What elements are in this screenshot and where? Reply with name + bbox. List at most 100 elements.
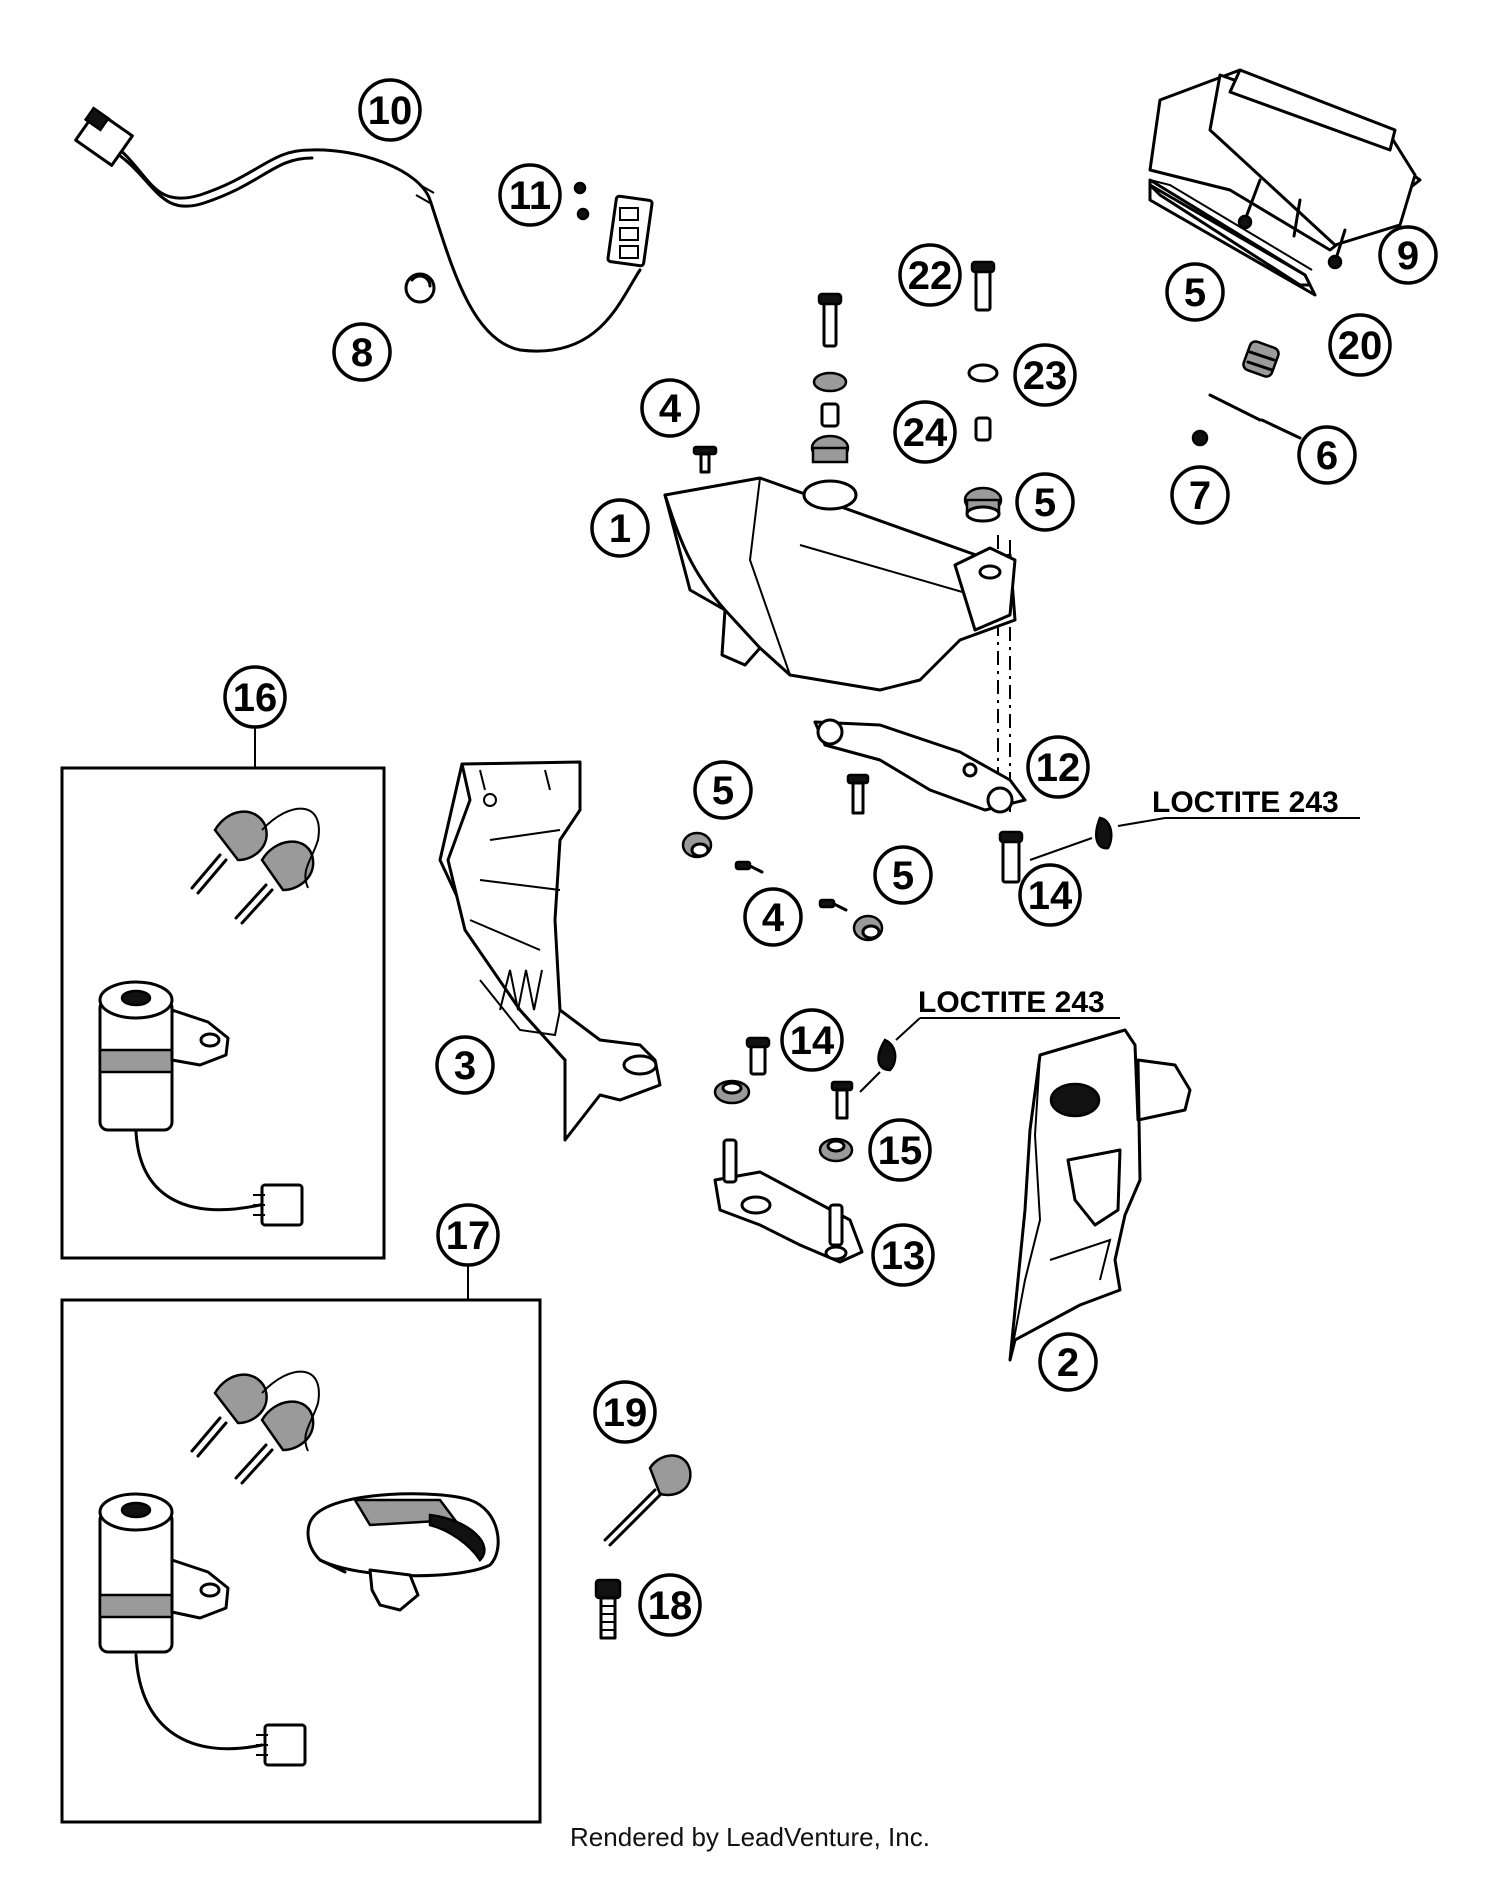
clip-8 — [404, 272, 436, 304]
callout-18: 18 — [638, 1573, 702, 1637]
washer-23 — [967, 363, 999, 383]
kit-box-17 — [60, 1298, 542, 1824]
key-19 — [603, 1454, 692, 1547]
bolt-14-upper — [998, 830, 1024, 884]
svg-text:1: 1 — [609, 507, 631, 551]
bolt-22 — [970, 260, 996, 312]
svg-text:18: 18 — [648, 1584, 693, 1628]
callout-11: 11 — [498, 163, 562, 227]
screw-4-lower — [818, 898, 848, 912]
svg-text:4: 4 — [659, 387, 682, 431]
svg-text:13: 13 — [881, 1234, 926, 1278]
callout-17: 17 — [436, 1203, 500, 1267]
grommet-5-mid-right — [852, 914, 884, 942]
svg-text:14: 14 — [790, 1019, 835, 1063]
footer-credit: Rendered by LeadVenture, Inc. — [570, 1822, 930, 1852]
svg-text:6: 6 — [1316, 434, 1338, 478]
svg-text:16: 16 — [233, 676, 278, 720]
svg-text:10: 10 — [368, 89, 413, 133]
fuel-cap-kit-17 — [306, 1492, 500, 1612]
grommet-lower-left — [713, 1079, 751, 1105]
grommet-5-upper-right — [1242, 340, 1280, 378]
callout-24: 24 — [893, 400, 957, 464]
callout-3: 3 — [435, 1035, 495, 1095]
callout-22: 22 — [898, 243, 962, 307]
grommet-5-center — [963, 486, 1003, 523]
callout-5-mid-left: 5 — [693, 760, 753, 820]
callout-1: 1 — [590, 498, 650, 558]
svg-text:5: 5 — [1184, 271, 1206, 315]
grommet-5-mid-left — [681, 831, 713, 859]
bolt-18 — [594, 1578, 622, 1640]
screw-lower — [830, 1080, 854, 1120]
ignition-lock-kit-17 — [98, 1492, 307, 1767]
bracket-12 — [813, 718, 1027, 814]
svg-text:17: 17 — [446, 1214, 491, 1258]
svg-text:23: 23 — [1023, 354, 1068, 398]
bracket-13 — [713, 1138, 864, 1264]
loctite-label-upper: LOCTITE 243 — [1152, 786, 1339, 819]
callout-15: 15 — [868, 1118, 932, 1182]
callout-9: 9 — [1378, 225, 1438, 285]
svg-text:15: 15 — [878, 1129, 923, 1173]
callout-4-lower: 4 — [743, 887, 803, 947]
callout-20: 20 — [1328, 313, 1392, 377]
screw-4-mid — [734, 860, 764, 874]
svg-text:8: 8 — [351, 331, 373, 375]
pin-6 — [1208, 393, 1302, 440]
loctite-drop-lower — [859, 1017, 1120, 1093]
callout-14-upper: 14 — [1018, 863, 1082, 927]
side-cover-2 — [1008, 1028, 1192, 1362]
instrument-cluster-9 — [1148, 68, 1422, 270]
svg-text:19: 19 — [603, 1391, 648, 1435]
svg-text:5: 5 — [892, 854, 914, 898]
svg-text:5: 5 — [1034, 481, 1056, 525]
callout-19: 19 — [593, 1380, 657, 1444]
spacer-24 — [974, 416, 992, 442]
callout-13: 13 — [871, 1223, 935, 1287]
callout-23: 23 — [1013, 343, 1077, 407]
callout-5-center: 5 — [1015, 472, 1075, 532]
callout-12: 12 — [1026, 735, 1090, 799]
connector-11 — [573, 181, 654, 268]
svg-text:22: 22 — [908, 254, 953, 298]
svg-text:12: 12 — [1036, 746, 1081, 790]
loctite-drop-upper — [1029, 816, 1360, 861]
callout-4-upper: 4 — [640, 378, 700, 438]
loctite-label-lower: LOCTITE 243 — [918, 986, 1105, 1019]
callout-7: 7 — [1170, 465, 1230, 525]
svg-text:5: 5 — [712, 769, 734, 813]
grommet-15 — [818, 1137, 854, 1163]
screw-4-upper — [692, 445, 718, 474]
svg-text:24: 24 — [903, 411, 948, 455]
washer-7 — [1191, 429, 1209, 447]
svg-text:9: 9 — [1397, 234, 1419, 278]
wiring-harness — [74, 106, 642, 353]
screw-12 — [846, 773, 870, 815]
svg-text:20: 20 — [1338, 324, 1383, 368]
key-set-kit-17 — [190, 1370, 320, 1485]
svg-text:7: 7 — [1189, 474, 1211, 518]
kit-box-16 — [60, 766, 386, 1260]
svg-text:11: 11 — [509, 174, 551, 218]
gasket-20 — [1148, 178, 1317, 297]
instrument-carrier-1 — [663, 476, 1017, 692]
callout-8: 8 — [332, 322, 392, 382]
key-set-kit-16 — [190, 807, 320, 925]
callout-10: 10 — [358, 78, 422, 142]
ignition-lock-kit-16 — [98, 980, 304, 1227]
callout-16: 16 — [223, 665, 287, 729]
svg-text:14: 14 — [1028, 874, 1073, 918]
svg-text:3: 3 — [454, 1044, 476, 1088]
callout-6: 6 — [1297, 425, 1357, 485]
svg-text:2: 2 — [1057, 1341, 1079, 1385]
side-cover-3 — [438, 760, 662, 1142]
bolt-stack-left — [810, 292, 850, 464]
callout-5-mid-right: 5 — [873, 845, 933, 905]
callout-14-lower: 14 — [780, 1008, 844, 1072]
svg-text:4: 4 — [762, 896, 785, 940]
callout-2: 2 — [1038, 1332, 1098, 1392]
callout-5-top-right: 5 — [1165, 262, 1225, 322]
bolt-14-lower — [745, 1036, 771, 1076]
